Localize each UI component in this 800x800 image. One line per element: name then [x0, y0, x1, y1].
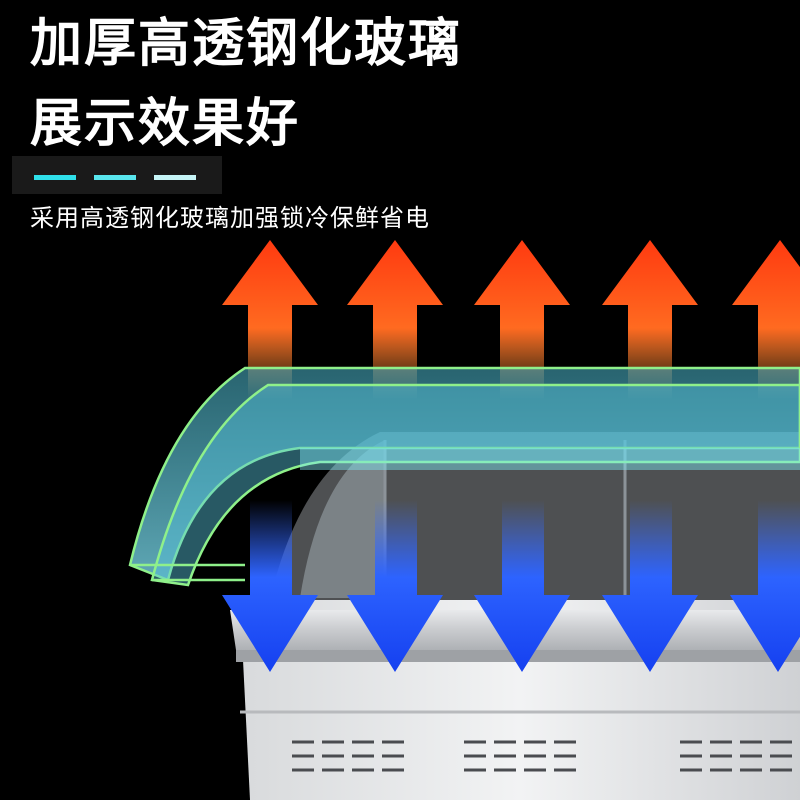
arrow-down-icon: [730, 500, 800, 672]
feature-subtitle: 采用高透钢化玻璃加强锁冷保鲜省电: [30, 204, 430, 232]
headline-line-2: 展示效果好: [30, 94, 301, 154]
cold-arrows: [222, 500, 800, 672]
headline-line-1: 加厚高透钢化玻璃: [30, 14, 463, 74]
arrow-down-icon: [347, 500, 443, 672]
arrow-up-icon: [732, 240, 800, 400]
arrow-up-icon: [602, 240, 698, 400]
arrow-up-icon: [474, 240, 570, 400]
arrow-down-icon: [602, 500, 698, 672]
arrow-up-icon: [222, 240, 318, 400]
accent-dash: [154, 175, 196, 180]
arrow-down-icon: [222, 500, 318, 672]
accent-dash: [94, 175, 136, 180]
arrow-down-icon: [474, 500, 570, 672]
heat-arrows: [222, 240, 800, 400]
accent-dash-bar: [12, 156, 222, 194]
tempered-glass: [128, 366, 800, 587]
accent-dash: [34, 175, 76, 180]
arrow-up-icon: [347, 240, 443, 400]
